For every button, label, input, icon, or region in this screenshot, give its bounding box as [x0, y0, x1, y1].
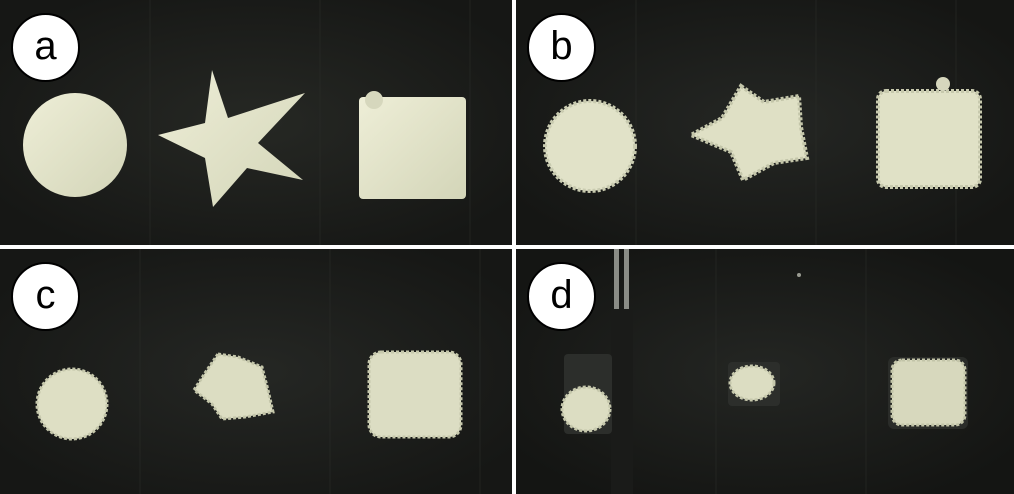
panel-d-photo: [516, 249, 1014, 494]
panel-a-photo: [0, 0, 512, 245]
sample-square: [890, 358, 967, 427]
panel-b: b: [516, 0, 1014, 245]
sample-square: [359, 97, 466, 199]
sample-circle: [23, 93, 127, 197]
sample-circle: [560, 385, 612, 433]
sample-star: [191, 352, 275, 421]
panel-a: a: [0, 0, 512, 245]
sample-square: [876, 89, 982, 189]
sample-star: [686, 83, 810, 183]
sample-circle: [35, 367, 109, 441]
panel-label-a: a: [11, 13, 80, 82]
sample-square: [367, 350, 463, 439]
panel-c: c: [0, 249, 512, 494]
panel-b-photo: [516, 0, 1014, 245]
panel-d: d: [516, 249, 1014, 494]
panel-c-photo: [0, 249, 512, 494]
panel-label-d: d: [527, 262, 596, 331]
panel-label-b: b: [527, 13, 596, 82]
panel-label-c: c: [11, 262, 80, 331]
sample-star: [728, 364, 776, 402]
sample-circle: [543, 99, 637, 193]
sample-star: [158, 70, 305, 207]
